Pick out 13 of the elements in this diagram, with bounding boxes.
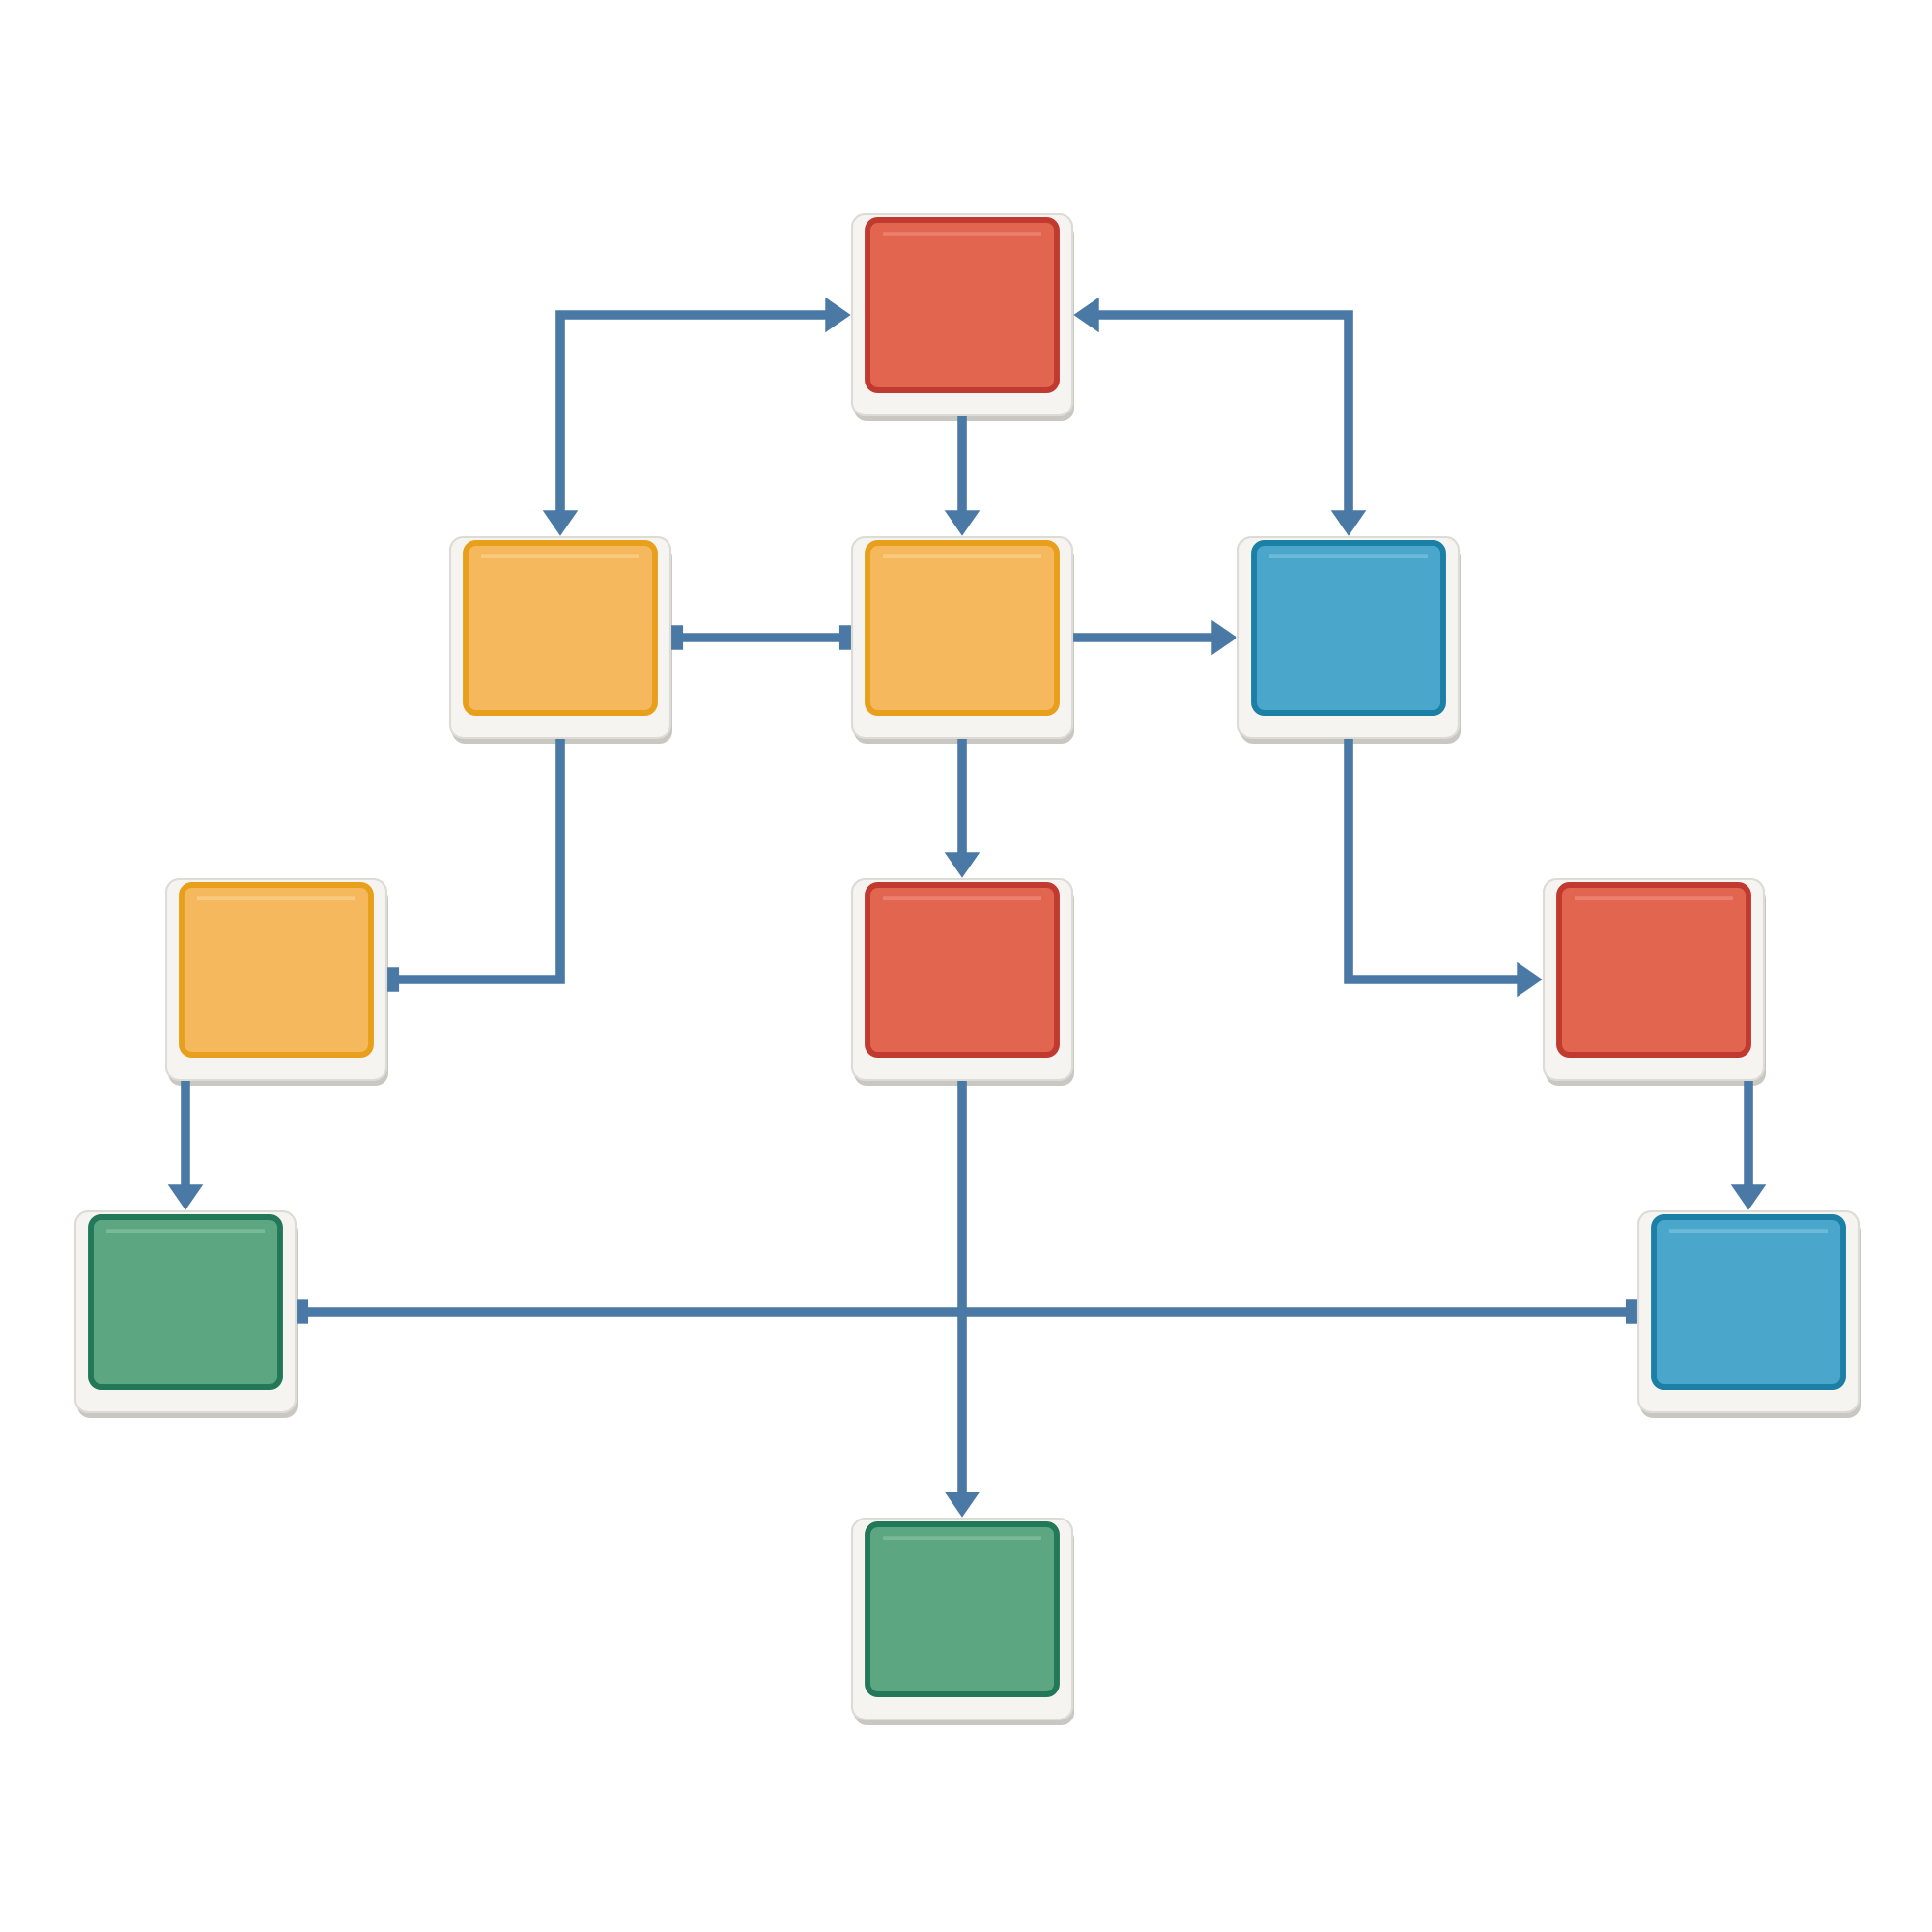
connector-line xyxy=(387,739,565,992)
square-tile xyxy=(448,535,672,744)
square-tile xyxy=(73,1209,298,1418)
square-tile xyxy=(1636,1209,1861,1418)
square-tile xyxy=(1236,535,1461,744)
square-tile xyxy=(850,535,1074,744)
connector-line xyxy=(297,1299,1637,1324)
square-tile xyxy=(1542,877,1766,1086)
square-tile xyxy=(850,213,1074,421)
square-tile xyxy=(850,1517,1074,1725)
square-tile xyxy=(850,877,1074,1086)
connector-line xyxy=(671,625,851,650)
square-tile xyxy=(164,877,388,1086)
